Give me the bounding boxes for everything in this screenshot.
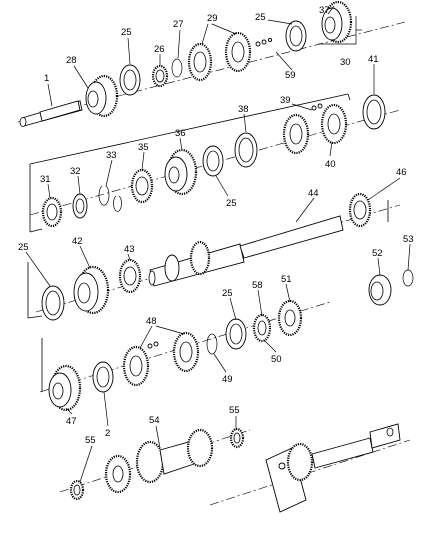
callout-49: 49 xyxy=(222,374,233,385)
callout-54: 54 xyxy=(149,415,160,426)
bearing-58 xyxy=(252,313,272,343)
callout-31: 31 xyxy=(40,174,51,185)
callout-59: 59 xyxy=(285,70,296,81)
synchro-ring-5 xyxy=(225,318,247,350)
gear-51 xyxy=(277,299,303,337)
synchronizer-39 xyxy=(282,103,348,155)
cluster-gear xyxy=(104,428,214,494)
callout-32: 32 xyxy=(70,166,81,177)
callout-25: 25 xyxy=(222,288,233,299)
callout-labels: 1 28 25 26 27 29 25 37 30 59 41 38 39 36… xyxy=(18,5,414,446)
callout-37: 37 xyxy=(319,5,330,16)
row4-assembly xyxy=(39,299,331,412)
callout-26: 26 xyxy=(154,44,165,55)
synchro-ring xyxy=(119,64,141,96)
callout-35: 35 xyxy=(138,142,149,153)
callout-48: 48 xyxy=(146,316,157,327)
callout-40: 40 xyxy=(325,159,336,170)
callout-51: 51 xyxy=(281,274,292,285)
bearing-43 xyxy=(118,258,142,294)
snap-ring-53 xyxy=(402,269,414,287)
callout-55: 55 xyxy=(229,405,240,416)
leader-lines xyxy=(25,5,411,483)
countershaft xyxy=(148,215,344,287)
drive-gear xyxy=(321,0,353,44)
snap-ring xyxy=(171,58,183,78)
callout-53: 53 xyxy=(403,234,414,245)
callout-27: 27 xyxy=(173,19,184,30)
gear-42 xyxy=(73,265,110,315)
callout-25: 25 xyxy=(226,198,237,209)
synchro-ring-2 xyxy=(285,20,307,52)
bearing-31 xyxy=(41,196,63,228)
idler-bearing-right xyxy=(229,427,245,449)
callout-2: 2 xyxy=(105,428,110,439)
row2-assembly xyxy=(29,93,401,233)
callout-58: 58 xyxy=(252,280,263,291)
callout-28: 28 xyxy=(66,55,77,66)
callout-47: 47 xyxy=(66,416,77,427)
input-shaft xyxy=(19,100,83,127)
gear-47 xyxy=(48,364,82,412)
callout-43: 43 xyxy=(124,244,135,255)
callout-39: 39 xyxy=(280,95,291,106)
callout-44: 44 xyxy=(308,188,319,199)
row3-assembly xyxy=(27,192,414,321)
callout-55: 55 xyxy=(85,435,96,446)
synchronizer-48 xyxy=(122,331,200,387)
callout-41: 41 xyxy=(368,54,379,65)
snap-ring-33 xyxy=(98,185,122,212)
callout-50: 50 xyxy=(271,354,282,365)
bearing-35 xyxy=(130,168,154,204)
callout-33: 33 xyxy=(106,150,117,161)
output-shaft xyxy=(265,423,401,513)
synchro-ring-4 xyxy=(41,285,65,321)
callout-52: 52 xyxy=(372,248,383,259)
callout-25: 25 xyxy=(255,12,266,23)
callout-25: 25 xyxy=(18,242,29,253)
callout-36: 36 xyxy=(175,128,186,139)
row5-assembly xyxy=(59,423,411,513)
washer-2 xyxy=(92,361,114,393)
synchronizer-assembly xyxy=(187,31,273,82)
callout-25: 25 xyxy=(121,27,132,38)
callout-38: 38 xyxy=(238,104,249,115)
thrust-washer xyxy=(72,193,88,219)
idler-bearing-left xyxy=(69,479,85,501)
callout-42: 42 xyxy=(72,236,83,247)
snap-ring-49 xyxy=(206,333,218,355)
callout-46: 46 xyxy=(396,167,407,178)
callout-30: 30 xyxy=(340,57,351,68)
needle-bearing xyxy=(151,64,169,88)
synchro-ring-3 xyxy=(202,145,224,177)
gear-36 xyxy=(164,148,198,196)
bearing-46 xyxy=(348,192,372,228)
row1-assembly xyxy=(17,0,406,127)
ring-41 xyxy=(362,94,386,130)
callout-29: 29 xyxy=(207,13,218,24)
bearing-52 xyxy=(368,274,392,306)
input-gear xyxy=(85,74,119,118)
ring-38 xyxy=(234,132,258,168)
callout-1: 1 xyxy=(44,73,49,84)
